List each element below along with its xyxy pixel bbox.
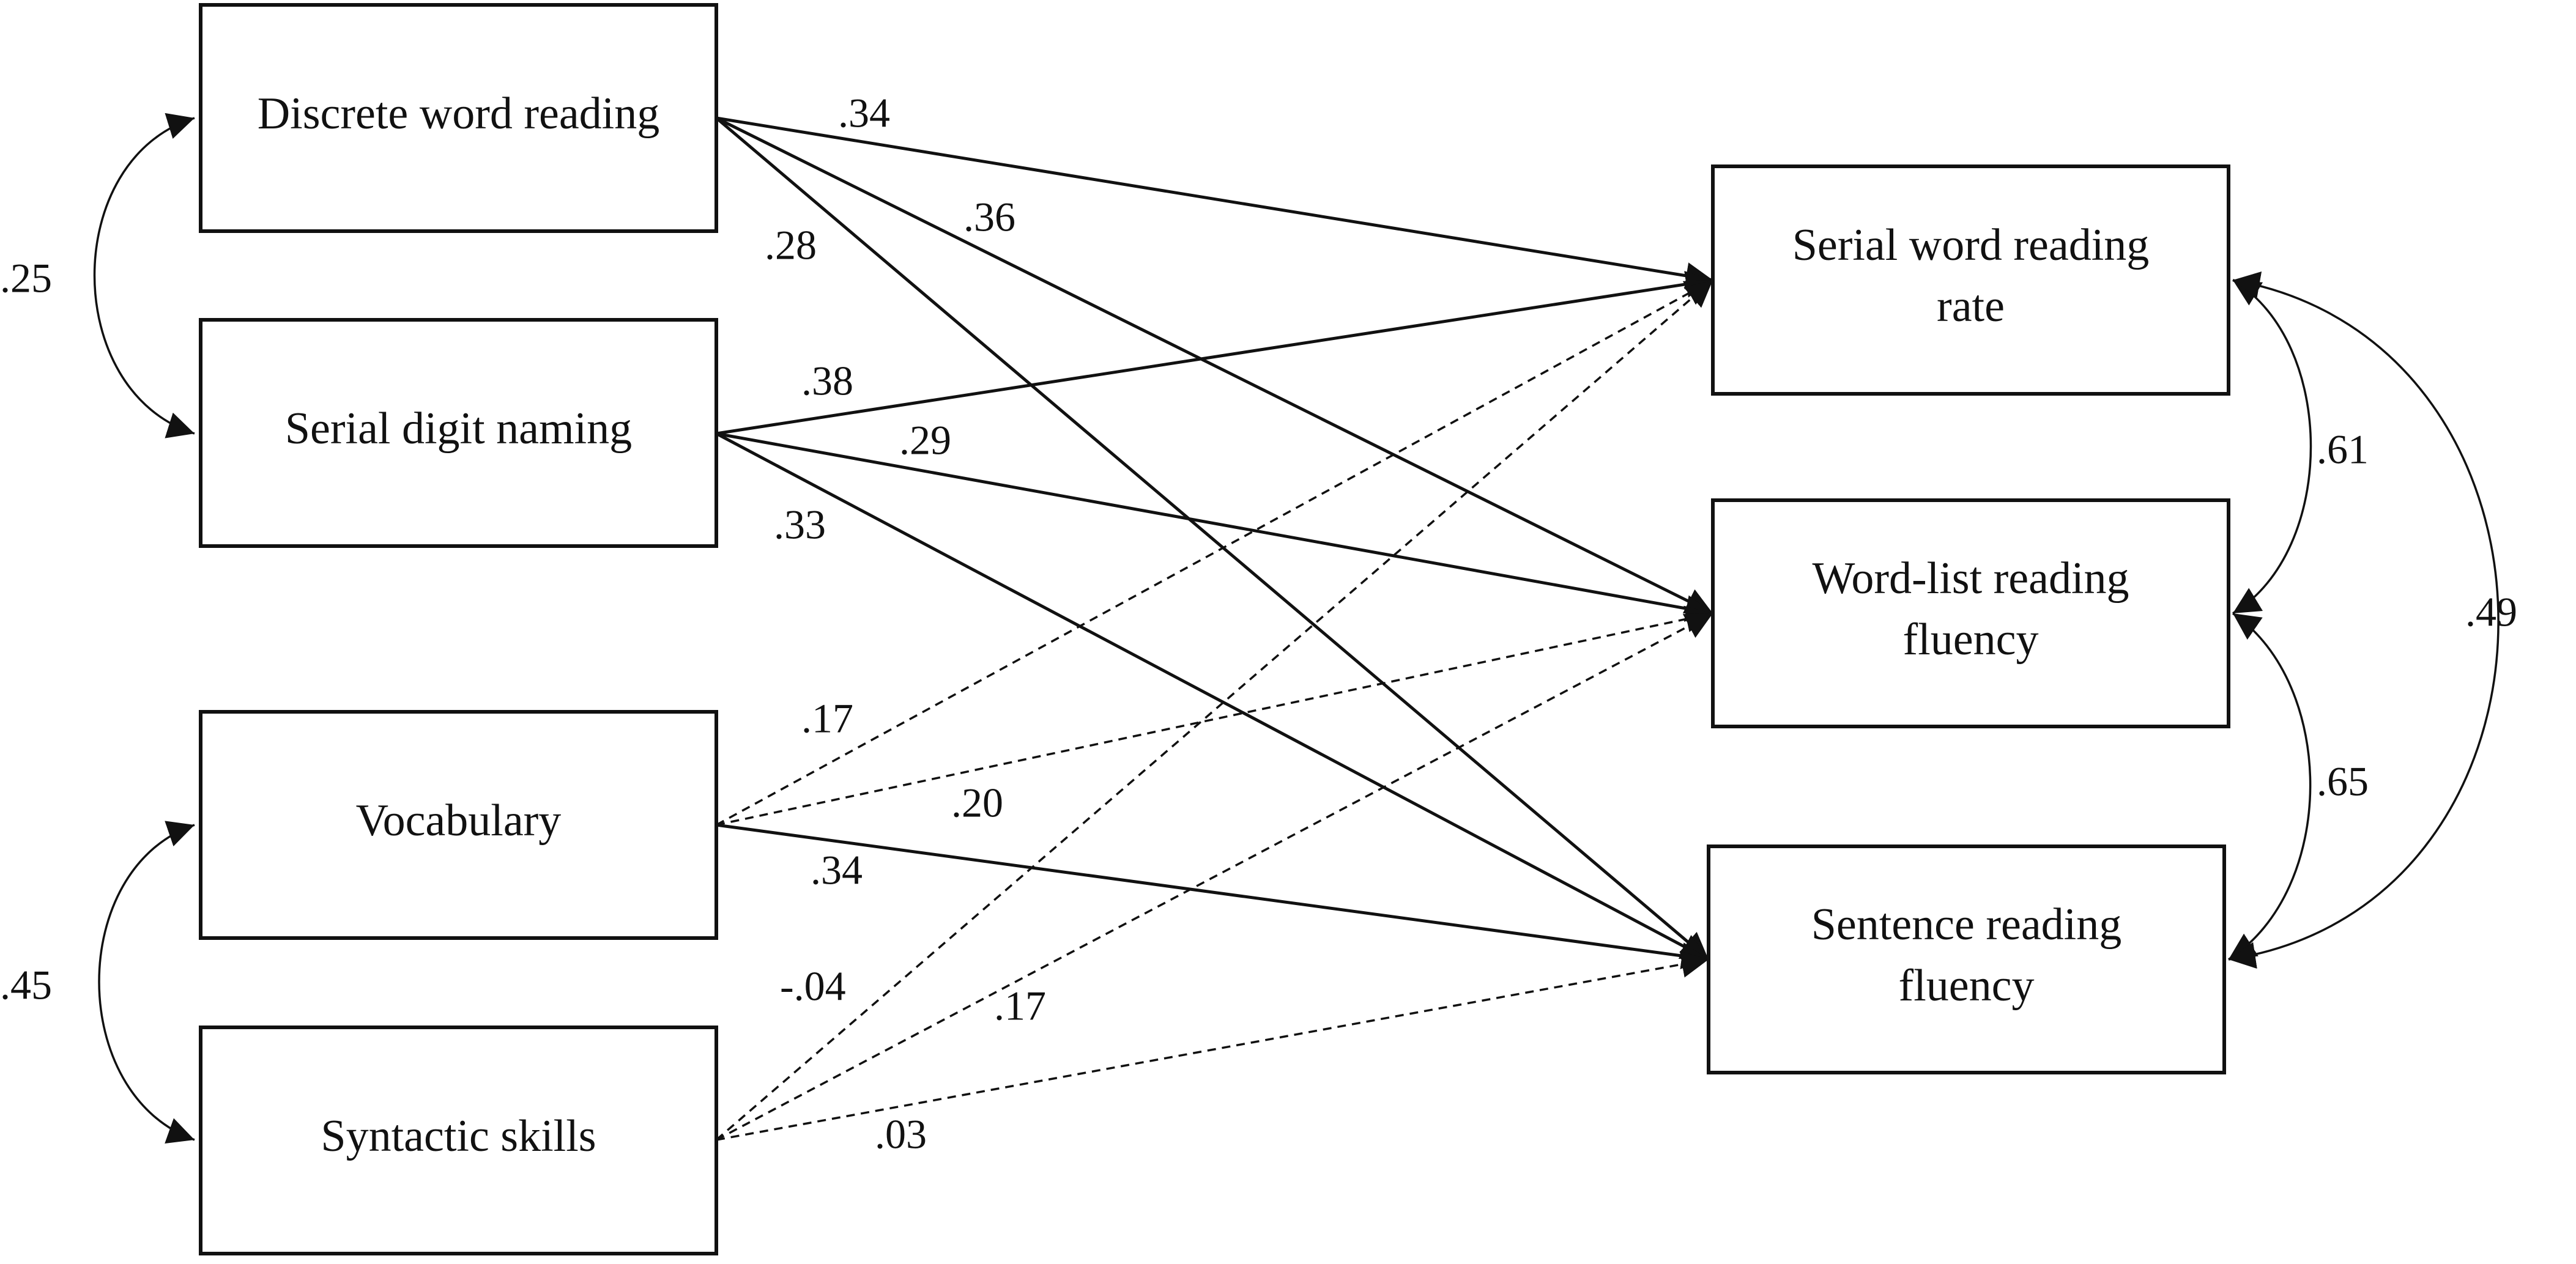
node-box: [1711, 498, 2230, 728]
path-discrete-word-reading-to-serial-word-reading-rate: [716, 116, 1713, 289]
correlation-serial-word-reading-rate-sentence-reading-fluency: [2228, 272, 2500, 969]
correlation-coefficient: .49: [2465, 589, 2517, 635]
path-discrete-word-reading-to-word-list-reading-fluency: [715, 116, 1714, 615]
path-syntactic-skills-to-word-list-reading-fluency: [716, 612, 1713, 1141]
node-label: Serial word reading: [1792, 220, 2150, 270]
path-vocabulary-to-sentence-reading-fluency: [716, 823, 1709, 969]
node-box: [1707, 845, 2226, 1074]
correlation-coefficient: .65: [2317, 758, 2369, 805]
correlation-discrete-word-reading-serial-digit-naming: [93, 113, 195, 438]
path-coefficient: .17: [801, 695, 853, 742]
node-label: Syntactic skills: [321, 1111, 596, 1161]
correlation-serial-word-reading-rate-word-list-reading-fluency: [2232, 279, 2312, 615]
path-serial-digit-naming-to-word-list-reading-fluency: [716, 432, 1713, 622]
path-syntactic-skills-to-sentence-reading-fluency: [716, 951, 1709, 1141]
node-discrete-word-reading: Discrete word reading: [199, 3, 718, 233]
node-label: Discrete word reading: [258, 89, 660, 139]
path-coefficient: .33: [774, 501, 826, 548]
path-coefficient: .20: [951, 780, 1003, 826]
path-coefficient: .38: [801, 358, 853, 404]
node-box: [199, 1026, 718, 1255]
node-sentence-reading-fluency: Sentence reading fluency: [1707, 845, 2226, 1074]
node-label: fluency: [1899, 961, 2035, 1011]
node-box: [199, 318, 718, 548]
paths-layer: [715, 116, 1714, 1141]
node-label: Vocabulary: [356, 796, 562, 846]
node-label: Word-list reading: [1812, 553, 2129, 604]
node-label: fluency: [1903, 615, 2039, 665]
node-box: [199, 3, 718, 233]
path-serial-digit-naming-to-serial-word-reading-rate: [716, 270, 1713, 435]
path-coefficient: .34: [838, 90, 890, 136]
node-serial-word-reading-rate: Serial word reading rate: [1711, 164, 2230, 396]
node-syntactic-skills: Syntactic skills: [199, 1026, 718, 1255]
correlations-layer: [93, 113, 2500, 1144]
path-vocabulary-to-serial-word-reading-rate: [716, 279, 1713, 826]
node-box: [1711, 164, 2230, 396]
correlation-coefficient: .25: [0, 255, 52, 301]
node-label: rate: [1937, 281, 2005, 331]
coefficient-labels-layer: .34 .36 .28 .38 .29 .33 .17 .20 .34 -.04 .17 .03 .25…: [0, 90, 2517, 1158]
path-coefficient: .17: [994, 983, 1046, 1029]
correlation-coefficient: .45: [0, 962, 52, 1008]
correlation-word-list-reading-fluency-sentence-reading-fluency: [2228, 612, 2312, 961]
path-coefficient: .34: [811, 847, 863, 893]
node-serial-digit-naming: Serial digit naming: [199, 318, 718, 548]
path-coefficient: .29: [899, 417, 951, 464]
path-vocabulary-to-word-list-reading-fluency: [716, 605, 1713, 826]
correlation-vocabulary-syntactic-skills: [98, 821, 195, 1144]
path-coefficient: .36: [963, 194, 1015, 240]
path-discrete-word-reading-to-sentence-reading-fluency: [715, 117, 1710, 961]
path-coefficient: -.04: [780, 963, 846, 1010]
node-vocabulary: Vocabulary: [199, 710, 718, 940]
node-label: Serial digit naming: [285, 404, 632, 454]
node-word-list-reading-fluency: Word-list reading fluency: [1711, 498, 2230, 728]
node-box: [199, 710, 718, 940]
node-label: Sentence reading: [1811, 900, 2122, 950]
path-coefficient: .28: [765, 222, 817, 268]
path-coefficient: .03: [875, 1111, 927, 1158]
correlation-coefficient: .61: [2317, 426, 2369, 473]
path-serial-digit-naming-to-sentence-reading-fluency: [715, 432, 1710, 961]
